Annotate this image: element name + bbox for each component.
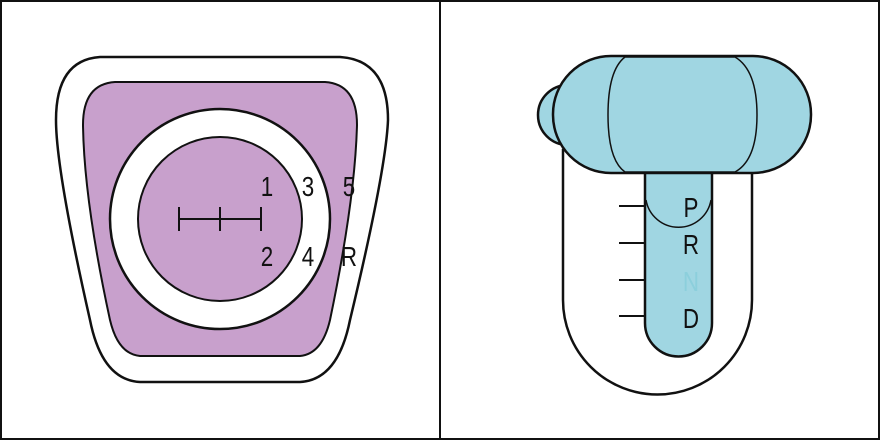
- position-label-p: P: [684, 193, 699, 224]
- gear-label: 5: [343, 172, 355, 203]
- handle-center-band: [607, 56, 758, 173]
- gear-label: 3: [302, 172, 314, 203]
- handle-body: [551, 54, 813, 175]
- position-label-n: N: [683, 267, 699, 298]
- gear-label: R: [341, 242, 357, 273]
- gear-label: 2: [261, 242, 273, 273]
- automatic-shifter-panel: P R N D: [536, 54, 813, 396]
- gear-label: 1: [261, 172, 273, 203]
- manual-shifter-panel: 1 3 5 2 4 R: [54, 55, 390, 384]
- automatic-lever: [643, 163, 714, 358]
- position-label-r: R: [683, 230, 699, 261]
- lever-collar: [645, 199, 712, 229]
- position-label-d: D: [683, 304, 699, 335]
- gear-label: 4: [302, 242, 314, 273]
